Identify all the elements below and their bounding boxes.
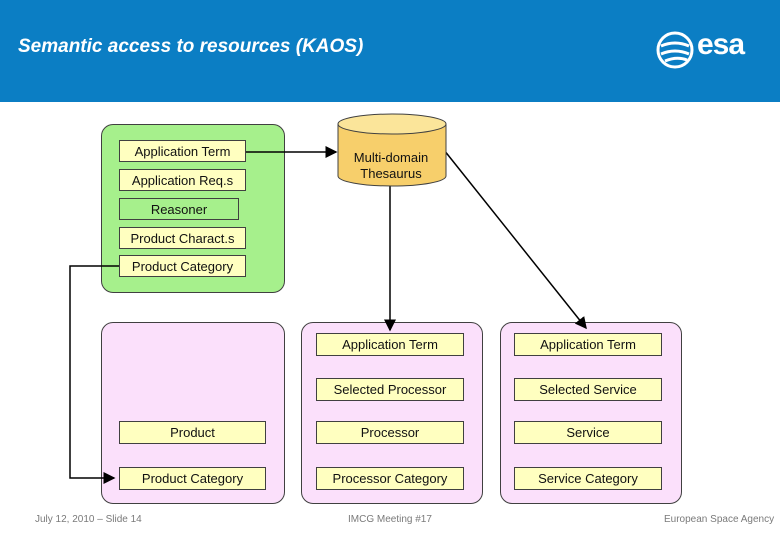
kaos-product-category: Product Category bbox=[119, 255, 246, 277]
processor-application-term: Application Term bbox=[316, 333, 464, 356]
kaos-application-term: Application Term bbox=[119, 140, 246, 162]
arrow-to-service-term bbox=[443, 149, 587, 330]
kaos-application-reqs: Application Req.s bbox=[119, 169, 246, 191]
esa-globe-icon bbox=[656, 31, 694, 69]
selected-service-box: Selected Service bbox=[514, 378, 662, 401]
service-category-box: Service Category bbox=[514, 467, 662, 490]
header-bar: Semantic access to resources (KAOS) esa bbox=[0, 0, 780, 102]
footer-date: July 12, 2010 – Slide 14 bbox=[35, 514, 142, 525]
esa-logo: esa bbox=[655, 28, 765, 70]
thesaurus-label: Multi-domain Thesaurus bbox=[338, 150, 444, 182]
product-category-box: Product Category bbox=[119, 467, 266, 490]
thesaurus-label-line1: Multi-domain bbox=[353, 150, 429, 165]
kaos-reasoner: Reasoner bbox=[119, 198, 239, 220]
processor-box: Processor bbox=[316, 421, 464, 444]
arrow-to-product-category bbox=[69, 265, 120, 484]
selected-processor-box: Selected Processor bbox=[316, 378, 464, 401]
esa-logo-text: esa bbox=[697, 28, 745, 61]
processor-category-box: Processor Category bbox=[316, 467, 464, 490]
footer-meeting: IMCG Meeting #17 bbox=[348, 514, 432, 525]
thesaurus-label-line2: Thesaurus bbox=[360, 166, 422, 181]
product-box: Product bbox=[119, 421, 266, 444]
service-box: Service bbox=[514, 421, 662, 444]
service-application-term: Application Term bbox=[514, 333, 662, 356]
thesaurus-cylinder bbox=[337, 113, 447, 187]
footer-agency: European Space Agency bbox=[664, 514, 775, 525]
page-title: Semantic access to resources (KAOS) bbox=[18, 36, 364, 57]
kaos-product-characts: Product Charact.s bbox=[119, 227, 246, 249]
